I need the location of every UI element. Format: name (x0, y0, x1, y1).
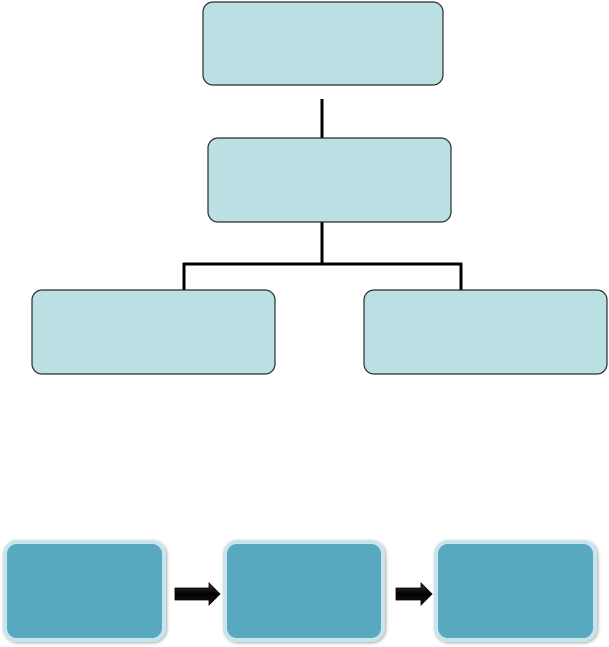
org-box-middle[interactable] (207, 137, 452, 223)
process-flow (3, 540, 597, 642)
flow-step-1[interactable] (3, 540, 166, 642)
flow-arrow-2 (395, 582, 433, 606)
org-box-left[interactable] (31, 289, 276, 375)
flow-step-2[interactable] (223, 540, 385, 642)
org-connectors (182, 99, 463, 292)
flow-step-3[interactable] (434, 540, 597, 642)
org-box-top[interactable] (202, 1, 444, 86)
flow-arrow-1 (174, 582, 221, 606)
org-chart (31, 1, 608, 375)
org-box-right[interactable] (363, 289, 608, 375)
right-arrow-icon (174, 582, 221, 606)
right-arrow-icon (395, 582, 433, 606)
